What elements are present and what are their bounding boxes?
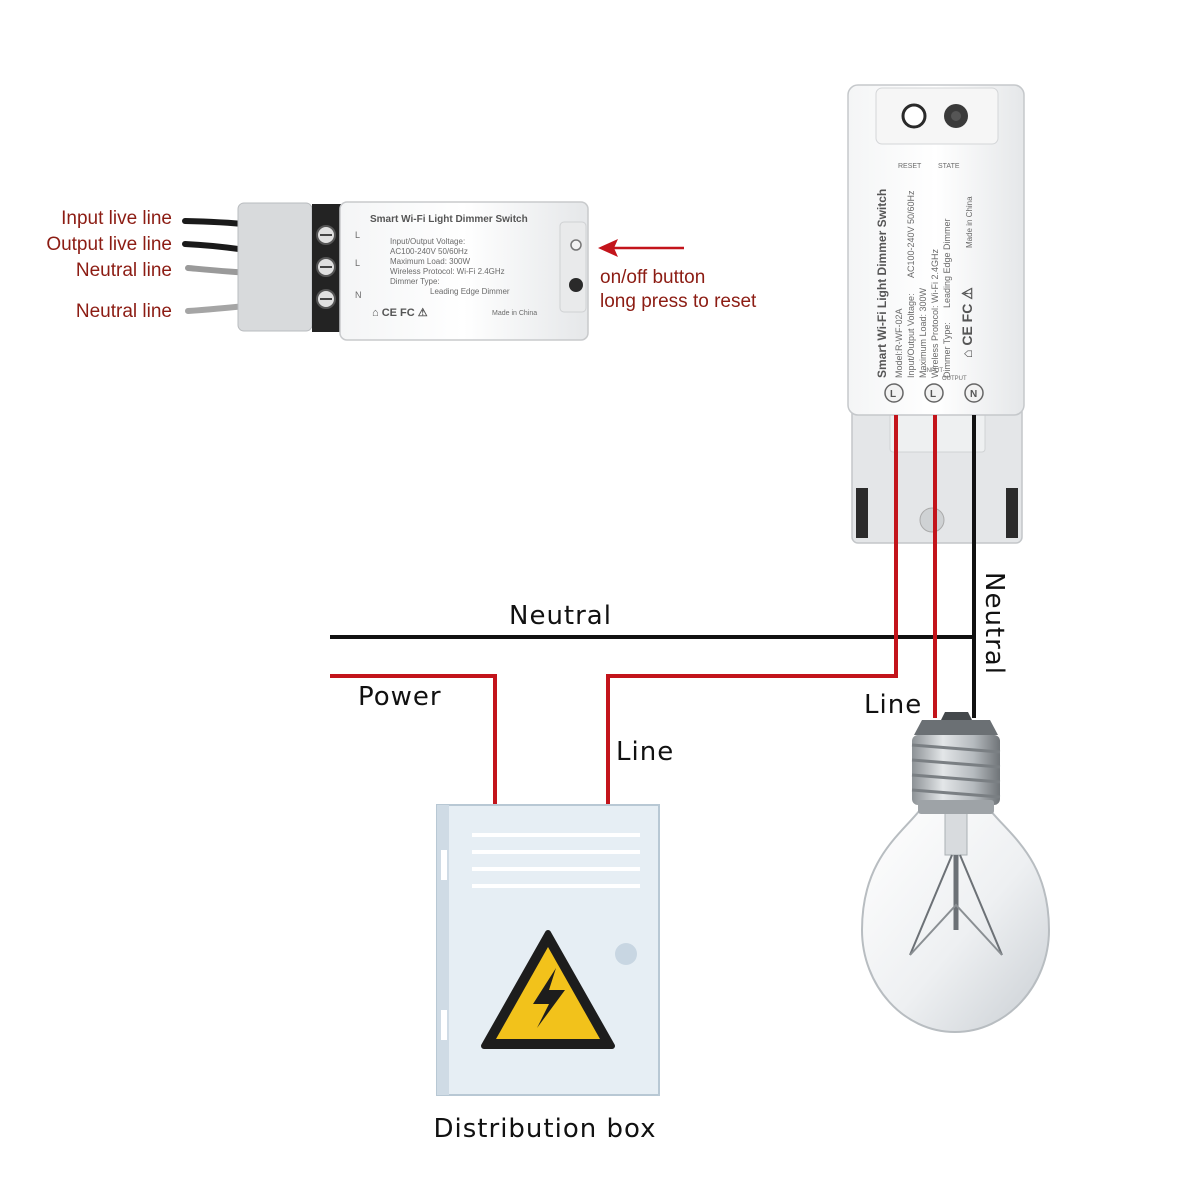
small-module-spec: Wireless Protocol: Wi-Fi 2.4GHz <box>390 267 505 276</box>
made-in-label: Made in China <box>965 196 974 248</box>
certification-marks: ⌂ CE FC ⚠ <box>372 307 428 319</box>
small-module-led <box>570 239 582 251</box>
terminal-label: L <box>930 389 936 400</box>
power-wire-label: Power <box>358 682 442 712</box>
large-module-spec: Dimmer Type: <box>942 322 952 378</box>
large-module-spec: Maximum Load: 300W <box>918 287 928 378</box>
input-label: INPUT <box>925 368 943 374</box>
large-module-title: Smart Wi-Fi Light Dimmer Switch <box>875 189 889 378</box>
reset-note-label: long press to reset <box>600 291 757 312</box>
small-module-terminal-label: L <box>355 230 360 240</box>
large-module-spec: Input/Output Voltage: <box>906 293 916 378</box>
arrow-left-icon <box>598 239 684 257</box>
terminal-label: L <box>890 389 896 400</box>
on-off-button-label: on/off button <box>600 267 705 288</box>
small-module-on-off-button <box>569 278 583 292</box>
neutral-line-label: Neutral line <box>76 260 172 281</box>
neutral-line-label: Neutral line <box>76 301 172 322</box>
distribution-box-label: Distribution box <box>434 1114 657 1144</box>
line-wire-label: Line <box>864 690 922 720</box>
certification-marks: ⌂ CE FC ⚠ <box>959 287 975 358</box>
large-module-spec: Wireless Protocol: Wi-Fi 2.4GHz <box>930 248 940 378</box>
small-module-terminal-label: N <box>355 290 362 300</box>
neutral-vertical-label: Neutral <box>979 572 1009 675</box>
neutral-wire-label: Neutral <box>509 601 612 631</box>
small-module-spec: Dimmer Type: <box>390 277 440 286</box>
small-module: Smart Wi-Fi Light Dimmer Switch Input/Ou… <box>182 201 589 341</box>
input-live-line-label: Input live line <box>61 208 172 229</box>
line-wire-label: Line <box>616 737 674 767</box>
small-module-terminal-label: L <box>355 258 360 268</box>
small-module-spec: Maximum Load: 300W <box>390 257 470 266</box>
small-module-spec: AC100-240V 50/60Hz <box>390 247 468 256</box>
output-label: OUTPUT <box>942 376 967 382</box>
high-voltage-icon <box>481 930 615 1049</box>
terminal-label: N <box>970 389 977 400</box>
large-module-spec: Leading Edge Dimmer <box>942 218 952 308</box>
reset-label: RESET <box>898 163 922 170</box>
light-bulb-icon <box>860 712 1051 1034</box>
large-module-spec: Model:R-WF-02A <box>894 308 904 378</box>
state-label: STATE <box>938 163 960 170</box>
small-module-spec: Leading Edge Dimmer <box>430 287 510 296</box>
line-wire-to-module <box>606 415 898 805</box>
large-module-led <box>901 103 927 129</box>
made-in-label: Made in China <box>492 310 537 317</box>
small-module-spec: Input/Output Voltage: <box>390 237 465 246</box>
distribution-box <box>436 804 660 1096</box>
box-lock-icon <box>615 943 637 965</box>
small-module-title: Smart Wi-Fi Light Dimmer Switch <box>370 214 528 225</box>
power-wire <box>330 674 497 805</box>
output-live-line-label: Output live line <box>46 234 172 255</box>
large-module-spec: AC100-240V 50/60Hz <box>906 190 916 278</box>
